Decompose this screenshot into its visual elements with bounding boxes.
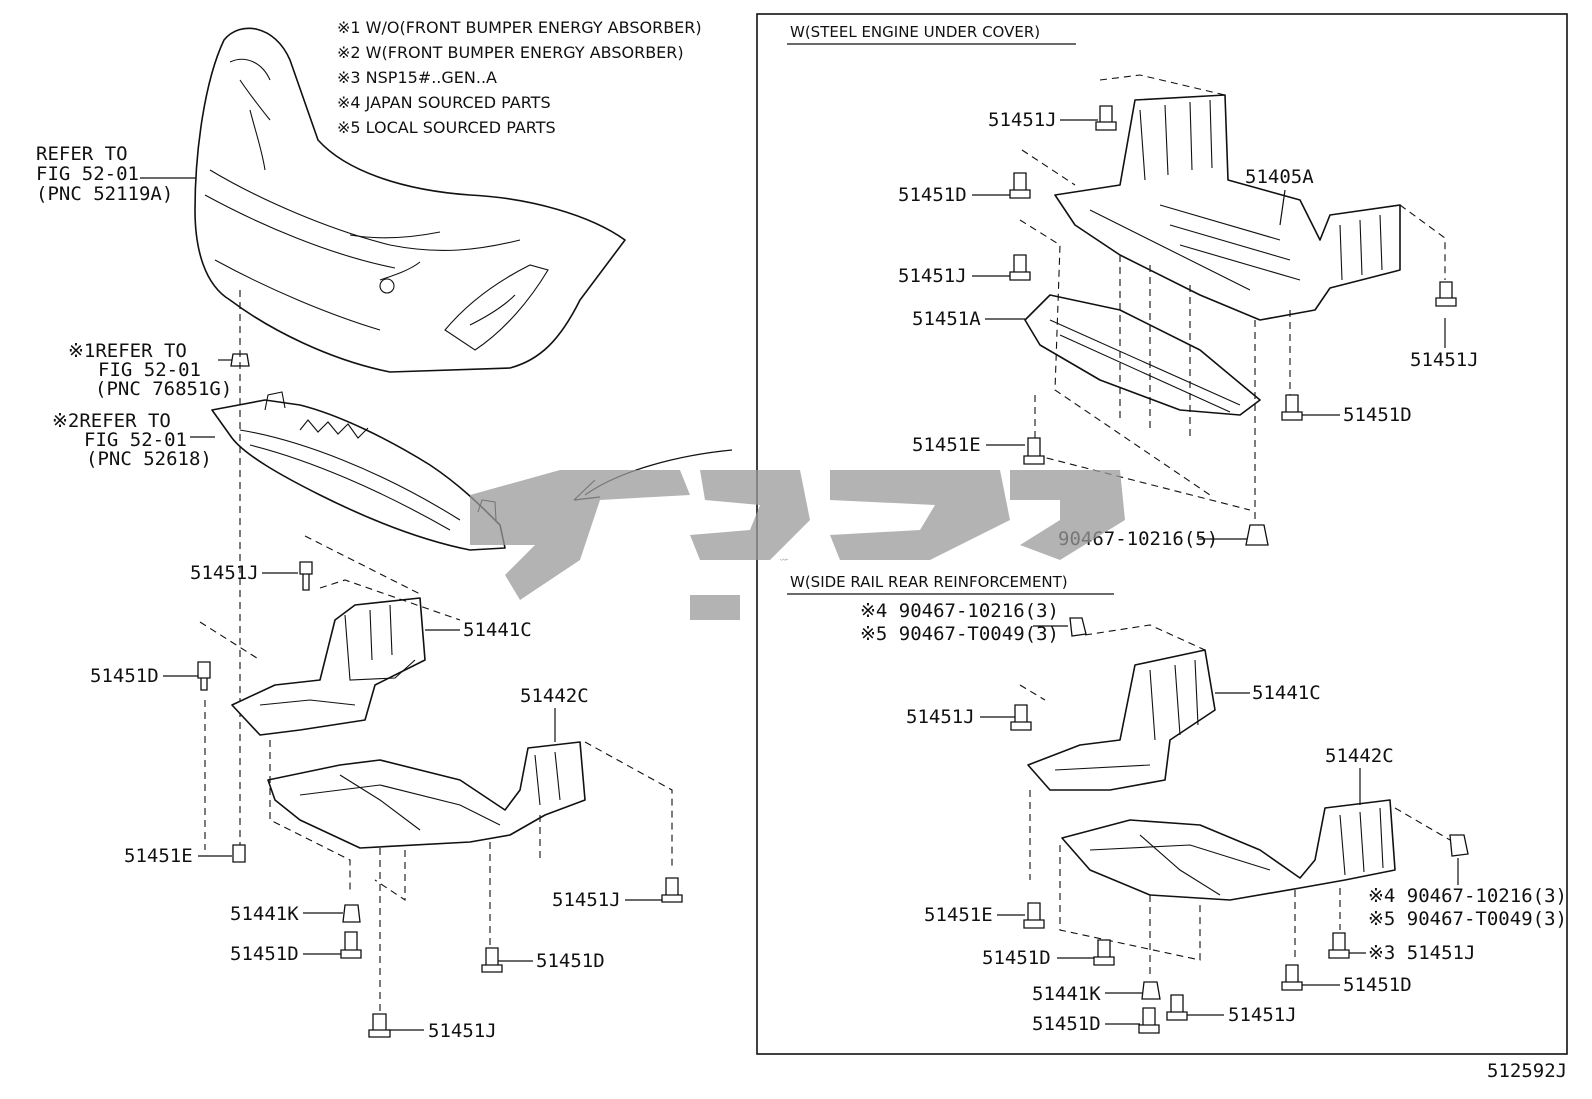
rail-label-jp2: ※4 90467-10216(3)	[1368, 885, 1567, 907]
rail-label-51441k: 51441K	[1032, 983, 1101, 1005]
rail-label-lc1: ※5 90467-T0049(3)	[860, 623, 1059, 645]
label-51451j-right: 51451J	[552, 889, 621, 911]
watermark-text: تاوپارت	[780, 558, 788, 561]
steel-label-51451d-1: 51451D	[898, 184, 967, 206]
clip-76851g	[218, 353, 250, 367]
steel-label-51451a: 51451A	[912, 308, 981, 330]
ref1-line3: (PNC 76851G)	[95, 378, 232, 400]
label-51451e-left: 51451E	[124, 845, 193, 867]
left-cover-51441c	[231, 597, 426, 736]
label-51441c: 51441C	[463, 619, 532, 641]
steel-label-51451j-2: 51451J	[898, 265, 967, 287]
left-cover-51442c	[267, 741, 586, 849]
steel-label-51451j-3: 51451J	[1410, 349, 1479, 371]
ref1-line1: ※1REFER TO	[68, 340, 187, 362]
label-51451j-bottom: 51451J	[428, 1020, 497, 1042]
steel-label-51451j-1: 51451J	[988, 109, 1057, 131]
note-3: ※3 NSP15#..GEN..A	[337, 68, 497, 87]
note-5: ※5 LOCAL SOURCED PARTS	[337, 118, 556, 137]
note-4: ※4 JAPAN SOURCED PARTS	[337, 93, 551, 112]
rail-label-51451d-2: 51451D	[1343, 974, 1412, 996]
rail-label-jp1: ※4 90467-10216(3)	[860, 600, 1059, 622]
ref2-line2: FIG 52-01	[84, 429, 187, 451]
ref1-line2: FIG 52-01	[98, 359, 201, 381]
rail-label-51442c: 51442C	[1325, 745, 1394, 767]
ref1-reference: ※1REFER TO FIG 52-01 (PNC 76851G)	[68, 340, 232, 400]
steel-label-51451e: 51451E	[912, 434, 981, 456]
rail-label-51451j-1: 51451J	[906, 706, 975, 728]
ref-bumper-line2: FIG 52-01	[36, 163, 139, 185]
ref-bumper-line3: (PNC 52119A)	[36, 183, 173, 205]
ref2-line1: ※2REFER TO	[52, 410, 171, 432]
energy-absorber-illustration	[211, 391, 506, 551]
ref2-reference: ※2REFER TO FIG 52-01 (PNC 52618)	[52, 410, 215, 470]
figure-id: 512592J	[1487, 1060, 1567, 1082]
rail-label-51451d-1: 51451D	[982, 947, 1051, 969]
rail-label-lc2: ※5 90467-T0049(3)	[1368, 908, 1567, 930]
label-51451d-left: 51451D	[90, 665, 159, 687]
label-51442c: 51442C	[520, 685, 589, 707]
bumper-reference: REFER TO FIG 52-01 (PNC 52119A)	[36, 143, 196, 205]
front-bumper-illustration	[194, 27, 626, 373]
steel-header: W(STEEL ENGINE UNDER COVER)	[790, 23, 1040, 41]
label-51451d-bottom: 51451D	[230, 943, 299, 965]
ref2-line3: (PNC 52618)	[86, 448, 212, 470]
rail-label-51451j-3: ※3 51451J	[1368, 942, 1475, 964]
note-1: ※1 W/O(FRONT BUMPER ENERGY ABSORBER)	[337, 18, 702, 37]
left-labels: 51451J 51441C 51451D 51442C 51451E 51451…	[90, 561, 683, 1042]
label-51451d-mid: 51451D	[536, 950, 605, 972]
steel-engine-under-cover-section: W(STEEL ENGINE UNDER COVER) 51451J 51405…	[787, 23, 1479, 550]
side-rail-reinforcement-section: W(SIDE RAIL REAR REINFORCEMENT) ※4 90467…	[787, 573, 1567, 1035]
rail-label-51451e: 51451E	[924, 904, 993, 926]
watermark-logo: تاوپارت	[470, 470, 1125, 620]
rail-header: W(SIDE RAIL REAR REINFORCEMENT)	[790, 573, 1068, 591]
steel-label-51405a: 51405A	[1245, 166, 1314, 188]
notes-block: ※1 W/O(FRONT BUMPER ENERGY ABSORBER) ※2 …	[337, 18, 702, 137]
label-51441k: 51441K	[230, 903, 299, 925]
steel-label-51451d-2: 51451D	[1343, 404, 1412, 426]
rail-label-51451j-2: 51451J	[1228, 1004, 1297, 1026]
note-2: ※2 W(FRONT BUMPER ENERGY ABSORBER)	[337, 43, 684, 62]
ref-bumper-line1: REFER TO	[36, 143, 128, 165]
label-51451j-top: 51451J	[190, 562, 259, 584]
rail-label-51451d-3: 51451D	[1032, 1013, 1101, 1035]
rail-label-51441c: 51441C	[1252, 682, 1321, 704]
